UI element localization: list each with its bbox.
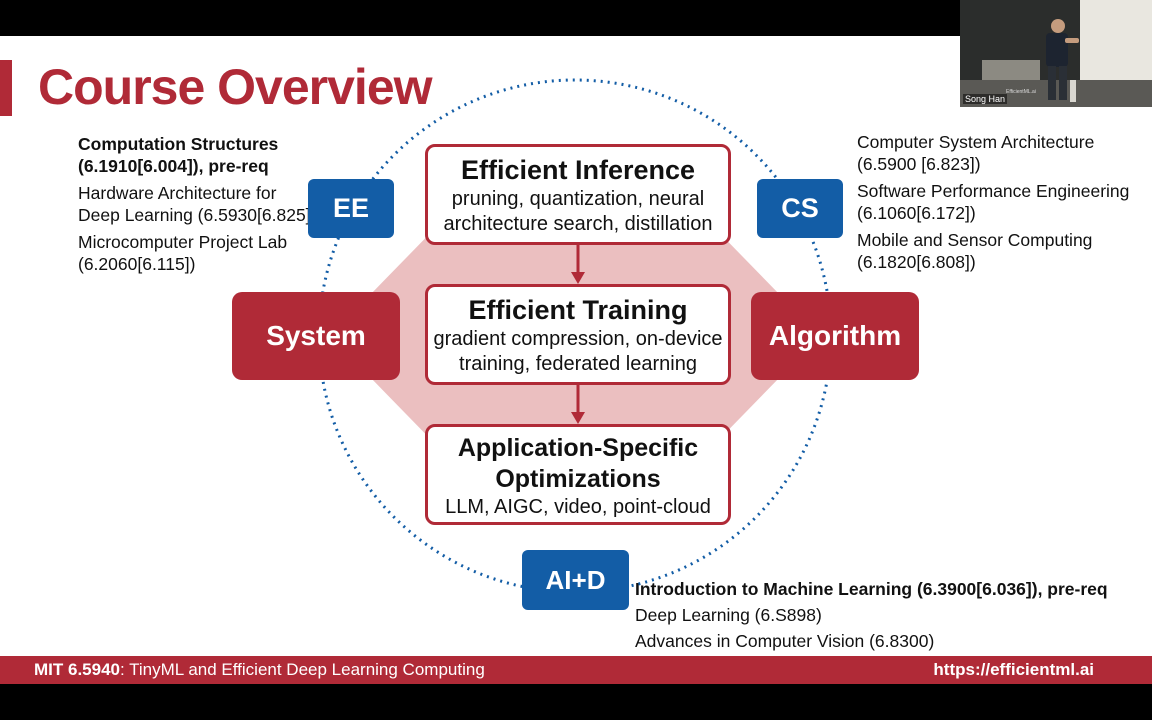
aid-course-3: Advances in Computer Vision (6.8300) bbox=[635, 631, 935, 651]
application-optimizations-box: Application-Specific Optimizations LLM, … bbox=[425, 424, 731, 525]
system-box: System bbox=[232, 292, 400, 380]
footer-course-name: : TinyML and Efficient Deep Learning Com… bbox=[120, 660, 485, 679]
cs-course-list: Computer System Architecture (6.5900 [6.… bbox=[857, 131, 1152, 278]
ee-course-list: Computation Structures (6.1910[6.004]), … bbox=[78, 133, 318, 280]
algorithm-box: Algorithm bbox=[751, 292, 919, 380]
ee-course-1: Computation Structures (6.1910[6.004]), … bbox=[78, 134, 279, 176]
arrow-head-1 bbox=[571, 272, 585, 284]
cs-tag: CS bbox=[757, 179, 843, 238]
efficient-training-box: Efficient Training gradient compression,… bbox=[425, 284, 731, 385]
cs-course-3: Mobile and Sensor Computing (6.1820[6.80… bbox=[857, 230, 1093, 272]
slide: Course Overview Computation Structures (… bbox=[0, 36, 1152, 684]
aid-course-1: Introduction to Machine Learning (6.3900… bbox=[635, 579, 1108, 599]
footer-url-link[interactable]: https://efficientml.ai bbox=[933, 660, 1094, 679]
speaker-name-label: Song Han bbox=[963, 94, 1008, 104]
training-subtitle: gradient compression, on-device training… bbox=[433, 328, 723, 375]
cs-course-1: Computer System Architecture (6.5900 [6.… bbox=[857, 132, 1095, 174]
training-title: Efficient Training bbox=[468, 295, 688, 325]
application-subtitle: LLM, AIGC, video, point-cloud bbox=[445, 496, 711, 518]
application-title: Application-Specific Optimizations bbox=[457, 434, 699, 493]
speaker-video: Song Han EfficientML.ai bbox=[960, 0, 1152, 107]
ee-course-2: Hardware Architecture for Deep Learning … bbox=[78, 183, 317, 225]
title-accent-bar bbox=[0, 60, 12, 116]
aid-tag: AI+D bbox=[522, 550, 629, 610]
inference-title: Efficient Inference bbox=[460, 155, 696, 185]
footer-course-code: MIT 6.5940 bbox=[34, 660, 120, 679]
aid-course-list: Introduction to Machine Learning (6.3900… bbox=[635, 579, 1150, 657]
ee-tag: EE bbox=[308, 179, 394, 238]
ee-course-3: Microcomputer Project Lab (6.2060[6.115]… bbox=[78, 232, 288, 274]
slide-title: Course Overview bbox=[38, 59, 433, 115]
cs-course-2: Software Performance Engineering (6.1060… bbox=[857, 181, 1130, 223]
footer-course: MIT 6.5940: TinyML and Efficient Deep Le… bbox=[34, 656, 485, 684]
speaker-figure bbox=[960, 19, 1152, 107]
slide-footer: MIT 6.5940: TinyML and Efficient Deep Le… bbox=[0, 656, 1152, 684]
efficient-inference-box: Efficient Inference pruning, quantizatio… bbox=[425, 144, 731, 245]
aid-course-2: Deep Learning (6.S898) bbox=[635, 605, 822, 625]
arrow-head-2 bbox=[571, 412, 585, 424]
inference-subtitle: pruning, quantization, neural architectu… bbox=[443, 188, 713, 235]
video-logo: EfficientML.ai bbox=[1006, 89, 1036, 95]
